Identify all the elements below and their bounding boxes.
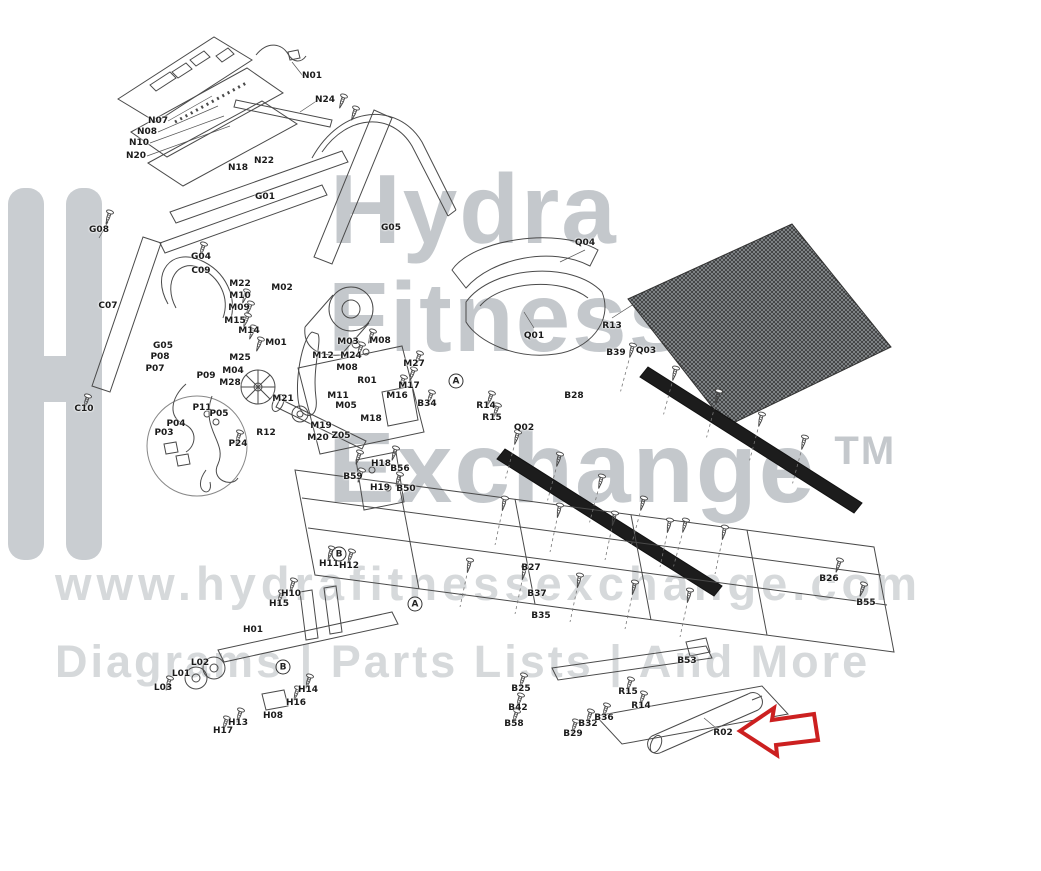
handrail-right xyxy=(311,109,457,265)
leader-lines xyxy=(98,61,717,729)
side-rails xyxy=(496,366,863,597)
motor-cover xyxy=(451,237,606,356)
incline-assembly xyxy=(184,585,399,711)
console-mast xyxy=(91,150,349,393)
deck xyxy=(627,223,892,427)
wiring-harness xyxy=(146,383,248,497)
highlight-arrow-shape xyxy=(736,703,821,759)
rear-roller xyxy=(595,685,789,754)
highlight-arrow xyxy=(736,703,821,759)
console-assembly xyxy=(117,36,333,187)
motor-assembly xyxy=(240,286,425,455)
frame xyxy=(294,451,895,681)
